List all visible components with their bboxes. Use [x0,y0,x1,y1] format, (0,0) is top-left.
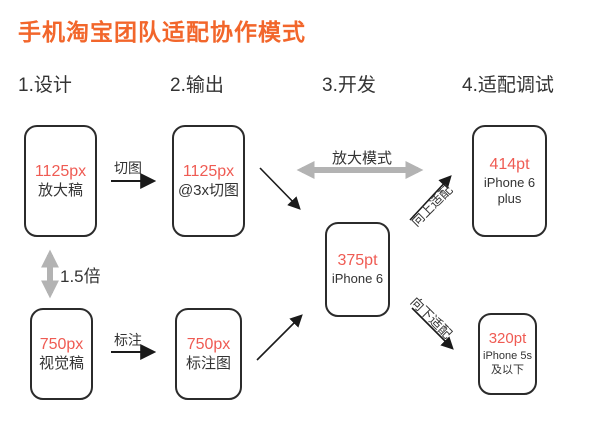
arrow-assets-to-iphone6 [259,167,301,210]
arrow-spec-to-iphone6 [256,314,303,361]
node-iphone6plus: 414pt iPhone 6 plus [472,125,547,237]
node-value: 375pt [337,252,378,270]
node-label: @3x切图 [177,181,240,199]
edge-label-slice: 切图 [114,160,142,176]
node-value: 750px [186,335,231,353]
node-label: iPhone 5s [483,350,532,363]
node-iphone6: 375pt iPhone 6 [325,222,390,317]
column-header-adapt-debug: 4.适配调试 [462,75,554,96]
node-value: 320pt [488,330,527,348]
column-header-design: 1.设计 [18,75,72,96]
node-label: iPhone 6 [331,271,384,287]
edge-label-scale-factor: 1.5倍 [60,267,101,286]
node-label: 标注图 [185,354,231,372]
edge-label-adapt-down: 向下适配 [407,294,455,342]
node-label: 放大稿 [37,181,83,199]
node-label: 视觉稿 [38,354,84,372]
column-header-develop: 3.开发 [322,75,376,96]
node-value: 750px [39,335,84,353]
node-annotated-spec: 750px 标注图 [175,308,242,400]
node-value: 1125px [34,162,87,180]
node-value: 414pt [489,155,530,173]
node-visual-draft: 750px 视觉稿 [30,308,93,400]
column-header-output: 2.输出 [170,75,224,96]
node-value: 1125px [182,162,235,180]
edge-label-zoom-mode: 放大模式 [331,150,393,167]
node-iphone5s: 320pt iPhone 5s 及以下 [478,313,537,395]
node-sliced-assets: 1125px @3x切图 [172,125,245,237]
page-title: 手机淘宝团队适配协作模式 [18,19,306,45]
edge-label-annotate: 标注 [114,332,142,348]
node-label-line2: 及以下 [491,364,524,377]
node-label: iPhone 6 plus [483,174,536,206]
node-enlarged-draft: 1125px 放大稿 [24,125,97,237]
edge-label-adapt-up: 向上适配 [408,182,456,230]
